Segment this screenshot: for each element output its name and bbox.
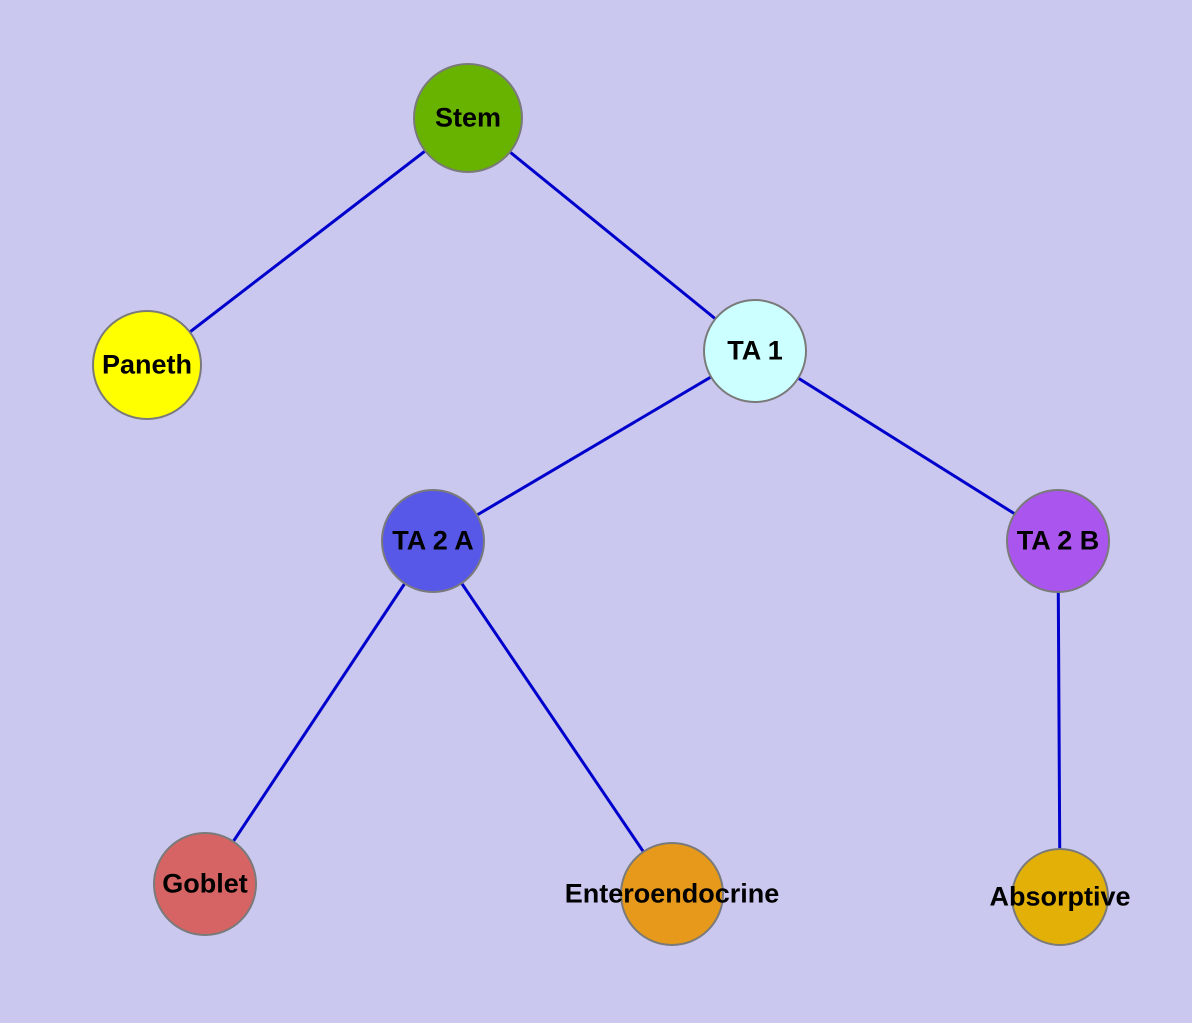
node-label-stem: Stem [434,102,502,133]
edge-stem-ta1[interactable] [467,116,756,353]
edge-ta1-ta2b[interactable] [754,349,1059,543]
node-ta2a[interactable]: TA 2 A [381,489,485,593]
node-label-goblet: Goblet [162,868,248,899]
edge-ta2b-absorptive[interactable] [1056,540,1062,898]
node-goblet[interactable]: Goblet [153,832,257,936]
node-stem[interactable]: Stem [413,63,523,173]
node-label-ta2a: TA 2 A [392,525,474,556]
node-label-enteroendocrine: Enteroendocrine [564,878,780,909]
node-ta1[interactable]: TA 1 [703,299,807,403]
node-enteroendocrine[interactable]: Enteroendocrine [565,842,779,946]
node-absorptive[interactable]: Absorptive [989,848,1131,946]
edge-ta2a-goblet[interactable] [203,540,435,885]
node-label-absorptive: Absorptive [989,881,1131,912]
node-paneth[interactable]: Paneth [92,310,202,420]
node-label-paneth: Paneth [101,349,193,380]
node-ta2b[interactable]: TA 2 B [1006,489,1110,593]
edge-ta1-ta2a[interactable] [432,349,756,543]
edge-stem-paneth[interactable] [146,116,469,367]
node-label-ta1: TA 1 [727,335,783,366]
node-label-ta2b: TA 2 B [1016,525,1100,556]
edge-ta2a-enteroendocrine[interactable] [431,540,674,895]
